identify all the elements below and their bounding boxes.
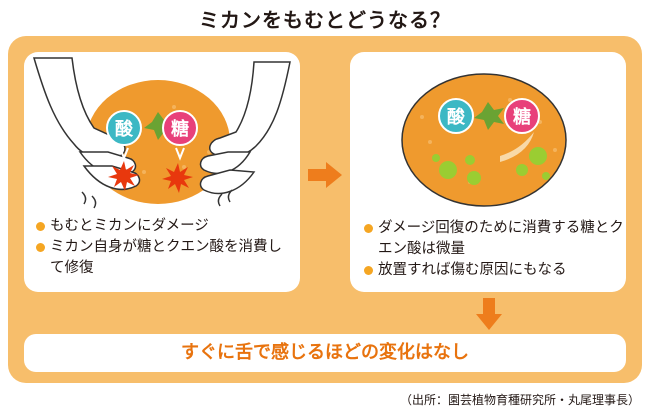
green-spots bbox=[432, 147, 550, 185]
left-bullet-list: もむとミカンにダメージ ミカン自身が糖とクエン酸を消費して修復 bbox=[34, 216, 296, 279]
list-item: もむとミカンにダメージ bbox=[34, 216, 296, 237]
sugar-badge-label: 糖 bbox=[513, 106, 531, 128]
acid-badge-circle bbox=[438, 98, 474, 134]
right-hand bbox=[199, 61, 291, 195]
source-note: （出所：園芸植物育種研究所・丸尾理事長） bbox=[399, 393, 640, 407]
conclusion-box: すぐに舌で感じるほどの変化はなし bbox=[24, 334, 626, 372]
list-item: ダメージ回復のために消費する糖とクエン酸は微量 bbox=[362, 218, 624, 260]
crescent-mark bbox=[500, 132, 534, 162]
damage-burst-icon bbox=[162, 163, 193, 193]
arrow-right-icon bbox=[308, 162, 342, 188]
list-item: ミカン自身が糖とクエン酸を消費して修復 bbox=[34, 237, 296, 279]
page-title: ミカンをもむとどうなる？ bbox=[199, 8, 451, 32]
arrow-down-icon bbox=[476, 298, 502, 330]
damage-burst-icon bbox=[108, 161, 139, 191]
sugar-badge-circle bbox=[162, 110, 198, 146]
left-card: 酸 糖 もむとミカンにダメージ ミカン自身が糖とクエン酸を消費して修復 bbox=[24, 52, 300, 292]
sugar-badge-label: 糖 bbox=[171, 118, 189, 140]
arrow-down-small bbox=[175, 147, 185, 161]
right-card: 酸 糖 ダメージ回復のために消費する糖とクエン酸は微量 放置すれば傷む原因にもな… bbox=[350, 52, 626, 292]
sugar-badge-circle bbox=[504, 98, 540, 134]
acid-badge-circle bbox=[106, 110, 142, 146]
acid-badge-label: 酸 bbox=[115, 118, 134, 140]
leaf-icon bbox=[474, 102, 504, 130]
arrow-down-small bbox=[119, 147, 129, 161]
list-item: 放置すれば傷む原因にもなる bbox=[362, 260, 624, 281]
acid-badge-label: 酸 bbox=[447, 106, 466, 128]
repaired-orange-illustration: 酸 糖 bbox=[401, 73, 567, 207]
hands-squeezing-orange-illustration: 酸 糖 bbox=[32, 57, 291, 209]
orange-fruit bbox=[401, 73, 567, 207]
motion-marks bbox=[81, 189, 233, 209]
leaf-icon bbox=[144, 112, 174, 140]
right-bullet-list: ダメージ回復のために消費する糖とクエン酸は微量 放置すれば傷む原因にもなる bbox=[362, 218, 624, 281]
